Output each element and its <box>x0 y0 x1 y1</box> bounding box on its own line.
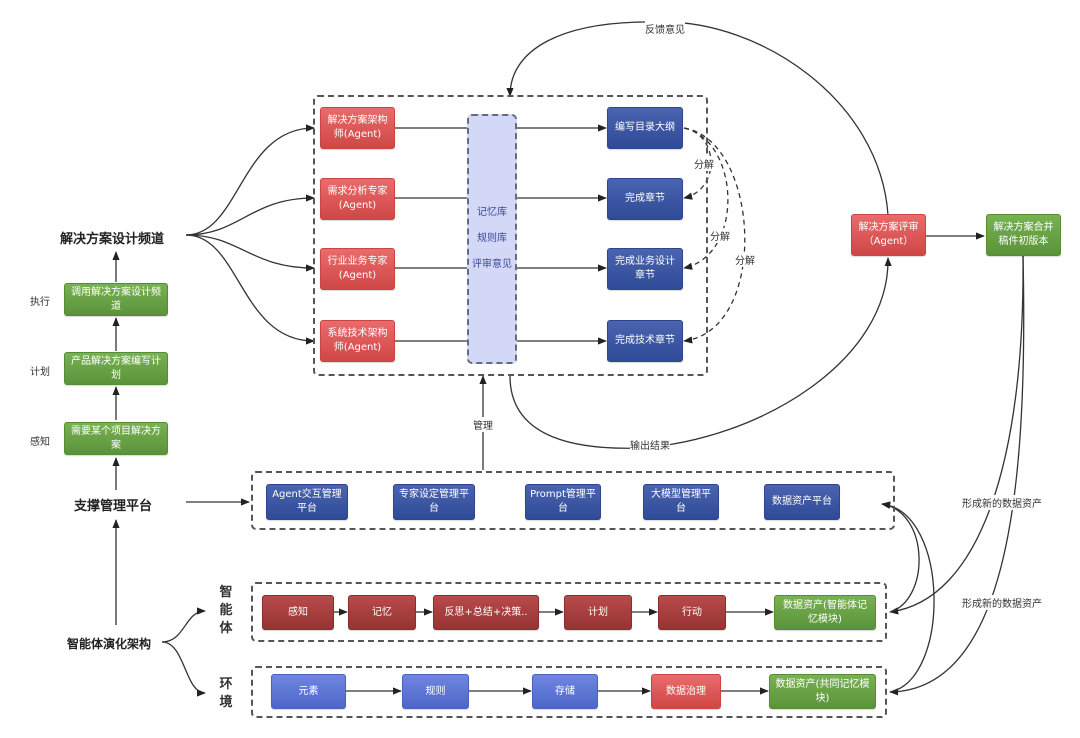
env-step-label: 数据治理 <box>666 685 706 697</box>
arrow-arch-to-env <box>161 641 206 697</box>
solution-reviewer-agent[interactable]: 解决方案评审（Agent） <box>851 214 926 256</box>
agent-requirements-analyst[interactable]: 需求分析专家(Agent) <box>320 178 395 220</box>
platform-prompt[interactable]: Prompt管理平台 <box>525 484 601 520</box>
agent-step-label: 记忆 <box>372 606 392 618</box>
channel-title: 解决方案设计频道 <box>60 232 165 247</box>
agent-step-plan[interactable]: 计划 <box>564 595 632 630</box>
arrow-decompose-3 <box>683 127 746 344</box>
arrow-env-asset-to-platform <box>881 501 935 693</box>
stage-label-perceive: 感知 <box>30 437 50 448</box>
output-label: 完成章节 <box>625 193 665 204</box>
platform-label: 数据资产平台 <box>772 496 832 507</box>
arrow-decompose-2 <box>683 127 729 270</box>
new-asset-label-2: 形成新的数据资产 <box>962 595 1042 610</box>
output-label: 完成技术章节 <box>615 335 675 346</box>
agent-row-group <box>251 582 887 642</box>
manage-label: 管理 <box>473 417 493 432</box>
agent-step-label: 行动 <box>682 606 702 618</box>
platform-title: 支撑管理平台 <box>74 499 153 514</box>
agent-step-act[interactable]: 行动 <box>658 595 726 630</box>
arrow-output-result <box>509 257 892 449</box>
agent-memory-asset[interactable]: 数据资产(智能体记忆模块) <box>774 595 876 630</box>
output-label: 完成业务设计章节 <box>615 256 675 281</box>
env-row-title: 环境 <box>219 677 233 710</box>
feedback-label: 反馈意见 <box>645 21 685 36</box>
platform-expert-setting[interactable]: 专家设定管理平台 <box>393 484 475 520</box>
agent-step-perceive[interactable]: 感知 <box>262 595 334 630</box>
platform-label: Prompt管理平台 <box>530 489 596 514</box>
agent-label: 需求分析专家(Agent) <box>327 186 388 211</box>
agent-step-memory[interactable]: 记忆 <box>348 595 416 630</box>
step-perceive[interactable]: 需要某个项目解决方案 <box>64 422 168 455</box>
output-label: 编写目录大纲 <box>615 122 675 133</box>
step-perceive-label: 需要某个项目解决方案 <box>71 425 161 451</box>
memory-store[interactable]: 记忆库 规则库 评审意见 <box>467 114 517 364</box>
step-execute-label: 调用解决方案设计频道 <box>71 286 161 312</box>
agent-step-reflect[interactable]: 反思+总结+决策.. <box>433 595 539 630</box>
output-result-label: 输出结果 <box>630 437 670 452</box>
design-channel-group <box>313 95 708 376</box>
review-comments-label: 评审意见 <box>472 259 512 270</box>
architecture-title: 智能体演化架构 <box>67 637 152 651</box>
merged-draft[interactable]: 解决方案合并稿件初版本 <box>986 214 1061 256</box>
env-step-label: 规则 <box>425 685 446 697</box>
arrow-arch-to-agent <box>161 607 206 643</box>
rule-store-label: 规则库 <box>477 233 507 244</box>
output-chapter[interactable]: 完成章节 <box>607 178 683 220</box>
arrow-merged-to-env-asset <box>889 255 1025 696</box>
output-tech-chapter[interactable]: 完成技术章节 <box>607 320 683 362</box>
output-outline[interactable]: 编写目录大纲 <box>607 107 683 149</box>
decompose-label-3: 分解 <box>735 252 755 267</box>
decompose-label-1: 分解 <box>694 156 714 171</box>
env-step-element[interactable]: 元素 <box>271 674 346 709</box>
output-business-chapter[interactable]: 完成业务设计章节 <box>607 248 683 290</box>
agent-label: 解决方案架构师(Agent) <box>327 115 388 140</box>
agent-step-label: 感知 <box>288 606 308 618</box>
step-plan[interactable]: 产品解决方案编写计划 <box>64 352 168 385</box>
reviewer-label: 解决方案评审（Agent） <box>858 222 919 247</box>
arrow-agent-asset-to-platform <box>881 501 920 613</box>
env-step-label: 元素 <box>298 685 319 697</box>
platform-agent-interaction[interactable]: Agent交互管理平台 <box>266 484 348 520</box>
arrow-channel-agent-1 <box>185 124 315 236</box>
env-step-label: 存储 <box>555 685 575 697</box>
env-row-group <box>251 666 887 718</box>
agent-industry-expert[interactable]: 行业业务专家(Agent) <box>320 248 395 290</box>
step-execute[interactable]: 调用解决方案设计频道 <box>64 283 168 316</box>
platform-label: Agent交互管理平台 <box>272 489 342 514</box>
step-plan-label: 产品解决方案编写计划 <box>71 355 161 381</box>
env-step-rule[interactable]: 规则 <box>402 674 469 709</box>
platform-data-assets[interactable]: 数据资产平台 <box>764 484 840 520</box>
agent-solution-architect[interactable]: 解决方案架构师(Agent) <box>320 107 395 149</box>
new-asset-label-1: 形成新的数据资产 <box>962 495 1042 510</box>
platform-label: 专家设定管理平台 <box>399 489 469 514</box>
decompose-label-2: 分解 <box>710 228 730 243</box>
agent-asset-label: 数据资产(智能体记忆模块) <box>783 599 867 625</box>
agent-label: 系统技术架构师(Agent) <box>327 328 388 353</box>
memory-store-label: 记忆库 <box>477 207 507 218</box>
arrow-channel-agent-4 <box>185 234 315 345</box>
merged-draft-label: 解决方案合并稿件初版本 <box>993 222 1054 247</box>
agent-step-label: 计划 <box>588 606 608 618</box>
stage-label-plan: 计划 <box>30 367 50 378</box>
env-step-storage[interactable]: 存储 <box>532 674 598 709</box>
agent-row-title: 智能体 <box>219 585 233 636</box>
agent-step-label: 反思+总结+决策.. <box>444 606 528 618</box>
agent-system-architect[interactable]: 系统技术架构师(Agent) <box>320 320 395 362</box>
env-step-data-governance[interactable]: 数据治理 <box>651 674 721 709</box>
agent-label: 行业业务专家(Agent) <box>327 256 388 281</box>
platform-llm[interactable]: 大模型管理平台 <box>643 484 719 520</box>
arrow-channel-agent-3 <box>185 234 315 272</box>
platform-group <box>251 471 895 530</box>
platform-label: 大模型管理平台 <box>651 489 711 514</box>
env-asset-label: 数据资产(共同记忆模块) <box>775 678 870 704</box>
shared-memory-asset[interactable]: 数据资产(共同记忆模块) <box>769 674 876 709</box>
arrow-channel-agent-2 <box>185 194 315 236</box>
stage-label-execute: 执行 <box>30 297 50 308</box>
